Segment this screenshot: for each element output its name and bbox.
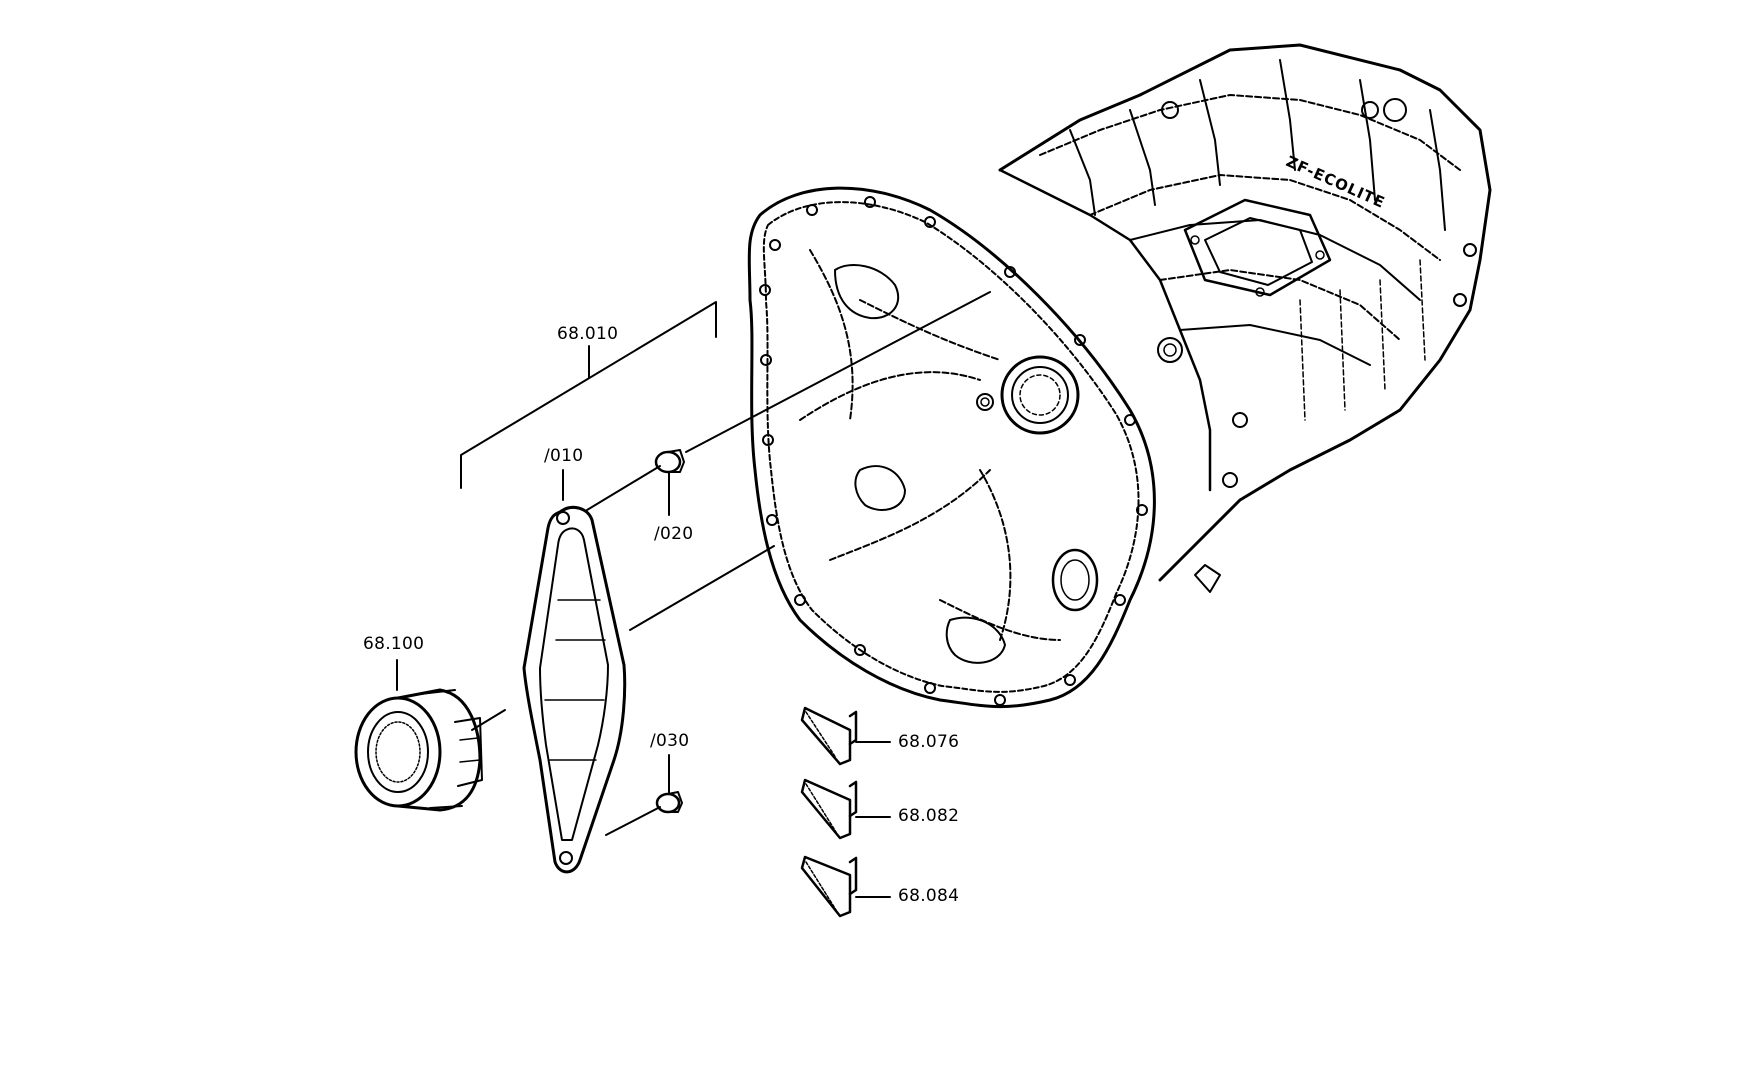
pivot-bush-lower	[655, 791, 683, 814]
spring-clip-68082	[800, 778, 858, 840]
callout-010: /010	[544, 446, 584, 466]
callout-68-010: 68.010	[557, 324, 619, 344]
pivot-bush-upper	[654, 449, 685, 474]
callout-68-100: 68.100	[363, 634, 425, 654]
release-bearing	[354, 688, 483, 812]
gearbox-housing	[747, 43, 1492, 709]
callout-68-084: 68.084	[898, 886, 960, 906]
release-fork	[522, 505, 627, 874]
callout-68-082: 68.082	[898, 806, 960, 826]
leader-lines	[396, 291, 991, 898]
callout-020: /020	[654, 524, 694, 544]
callout-68-076: 68.076	[898, 732, 960, 752]
spring-clip-68076	[800, 706, 858, 766]
assembly-bracket	[460, 301, 717, 489]
spring-clip-68084	[800, 855, 858, 918]
callout-030: /030	[650, 731, 690, 751]
